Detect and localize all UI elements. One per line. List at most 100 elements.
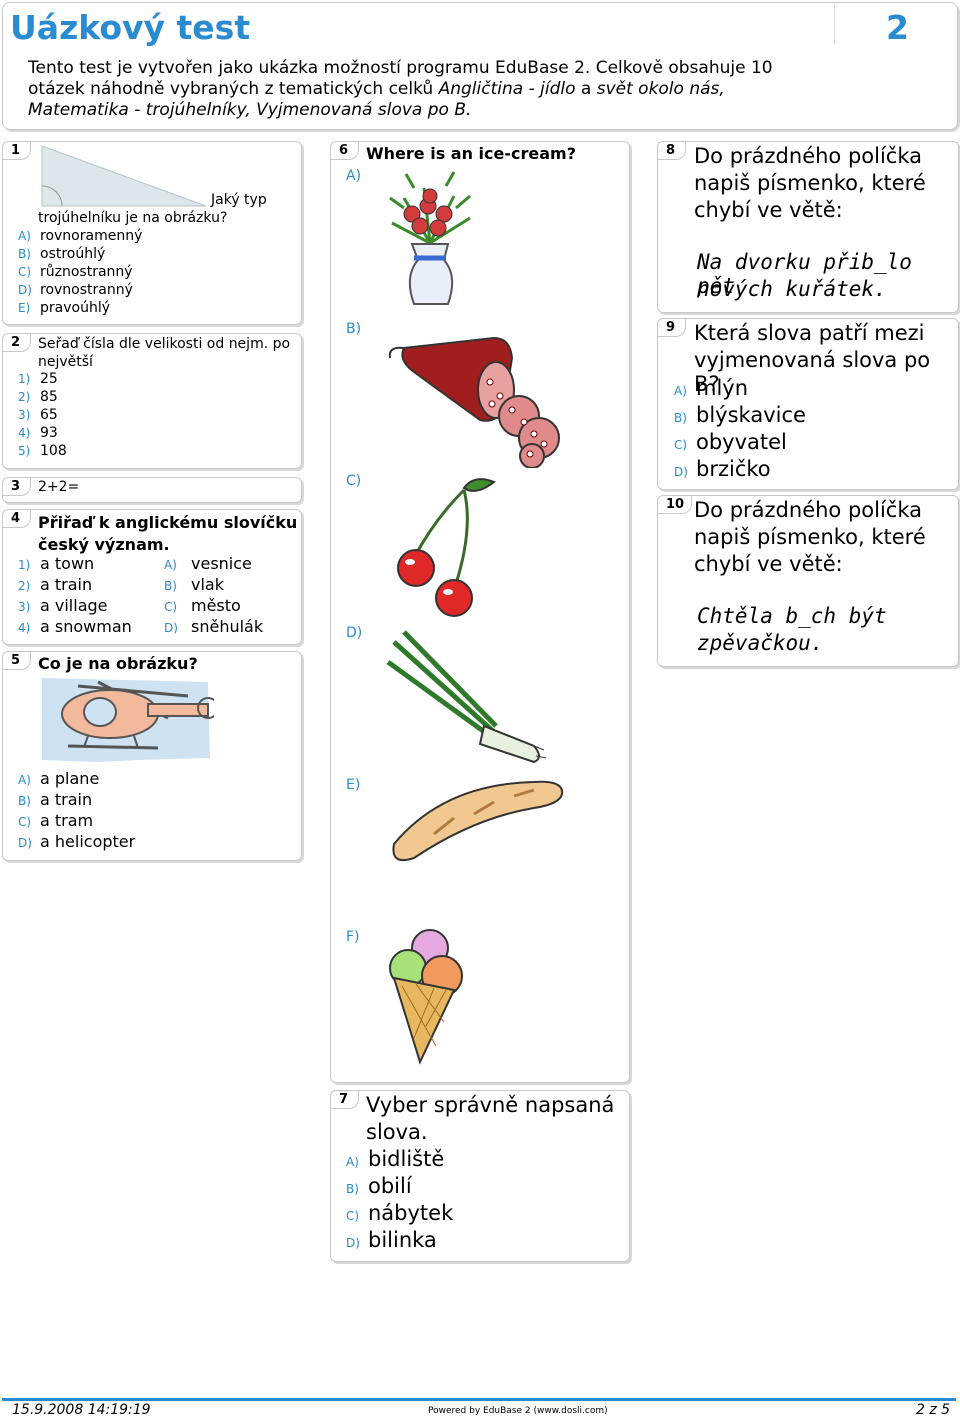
question-number: 9	[658, 319, 686, 337]
q10-sentence-a: Chtěla b_ch být	[697, 604, 887, 628]
q5-option-b[interactable]: B)a train	[18, 790, 93, 809]
q9-text-b: vyjmenovaná slova po B?	[694, 348, 931, 396]
question-number: 5	[3, 652, 31, 670]
cherries-image	[397, 478, 496, 617]
triangle-image	[41, 145, 207, 207]
q8-sentence-a: Na dvorku přib_lo pět	[697, 250, 912, 298]
helicopter-image	[42, 678, 214, 762]
q4-left-2[interactable]: 2)a train	[18, 575, 93, 594]
question-9-box: 9	[657, 318, 959, 490]
q4-left-4[interactable]: 4)a snowman	[18, 617, 132, 636]
question-number: 6	[331, 142, 359, 160]
q4-text-b: český význam.	[38, 535, 170, 554]
question-number: 4	[3, 510, 31, 528]
page-number: 2	[886, 8, 909, 47]
intro-line-2: otázek náhodně vybraných z tematických c…	[28, 79, 725, 99]
q7-option-c[interactable]: C)nábytek	[346, 1201, 454, 1225]
bread-image	[392, 780, 564, 862]
q10-text-c: chybí ve větě:	[694, 552, 843, 576]
question-number: 3	[3, 478, 31, 496]
q1-text-b: trojúhelníku je na obrázku?	[38, 210, 228, 226]
q1-option-b[interactable]: B)ostroúhlý	[18, 246, 106, 262]
question-number: 8	[658, 142, 686, 160]
question-8-box: 8	[657, 141, 959, 313]
q9-option-c[interactable]: C)obyvatel	[674, 430, 787, 454]
q6-text: Where is an ice-cream?	[366, 144, 576, 163]
question-number: 10	[658, 496, 692, 514]
question-7-box: 7	[330, 1090, 630, 1262]
q8-sentence-b: nových kuřátek.	[697, 277, 887, 301]
q8-text-b: napiš písmenko, které	[694, 171, 926, 195]
q4-right-c[interactable]: C)město	[164, 596, 241, 615]
footer-date: 15.9.2008 14:19:19	[12, 1402, 151, 1418]
q9-option-a[interactable]: A)mlýn	[674, 376, 749, 400]
q4-right-d[interactable]: D)sněhulák	[164, 617, 264, 636]
q8-text-c: chybí ve větě:	[694, 198, 843, 222]
ice-cream-image	[389, 929, 463, 1065]
q7-text-b: slova.	[366, 1120, 428, 1144]
header-box	[2, 2, 958, 130]
footer-rule	[2, 1398, 956, 1401]
q8-text-a: Do prázdného políčka	[694, 144, 922, 168]
q7-option-d[interactable]: D)bilinka	[346, 1228, 437, 1252]
q9-option-b[interactable]: B)blýskavice	[674, 403, 806, 427]
q1-text-a: Jaký typ	[211, 192, 267, 208]
intro-line-2-c: a	[575, 79, 597, 99]
q5-option-a[interactable]: A)a plane	[18, 769, 100, 788]
salami-image	[388, 336, 560, 468]
q5-text: Co je na obrázku?	[38, 654, 198, 673]
q5-option-d[interactable]: D)a helicopter	[18, 832, 136, 851]
q6-label-d[interactable]: D)	[346, 625, 363, 641]
q1-option-a[interactable]: A)rovnoramenný	[18, 228, 143, 244]
q6-label-a[interactable]: A)	[346, 168, 362, 184]
question-4-box: 4	[2, 509, 302, 645]
q6-label-f[interactable]: F)	[346, 929, 360, 945]
q9-text-a: Která slova patří mezi	[694, 321, 925, 345]
question-3-box: 3	[2, 477, 302, 503]
q1-option-c[interactable]: C)různostranný	[18, 264, 133, 280]
q2-option-3[interactable]: 3)65	[18, 407, 58, 423]
page-title: Uázkový test	[10, 8, 251, 47]
header-divider	[834, 4, 835, 44]
q2-option-2[interactable]: 2)85	[18, 389, 58, 405]
q4-left-3[interactable]: 3)a village	[18, 596, 108, 615]
q2-text-a: Seřaď čísla dle velikosti od nejm. po	[38, 336, 291, 352]
q9-option-d[interactable]: D)brzičko	[674, 457, 771, 481]
flowers-image	[389, 171, 471, 305]
q10-sentence-b: zpěvačkou.	[697, 631, 824, 655]
q10-text-b: napiš písmenko, které	[694, 525, 926, 549]
intro-line-2-d: svět okolo nás,	[596, 79, 725, 99]
q1-option-d[interactable]: D)rovnostranný	[18, 282, 133, 298]
q3-text: 2+2=	[38, 479, 80, 495]
question-6-box: 6	[330, 141, 630, 1083]
question-number: 2	[3, 334, 31, 352]
intro-line-1: Tento test je vytvořen jako ukázka možno…	[28, 58, 773, 78]
q2-option-5[interactable]: 5)108	[18, 443, 67, 459]
footer-powered: Powered by EduBase 2 (www.dosli.com)	[428, 1406, 608, 1416]
q2-option-1[interactable]: 1)25	[18, 371, 58, 387]
q6-label-e[interactable]: E)	[346, 777, 361, 793]
question-number: 1	[3, 142, 31, 160]
intro-line-2-b: Angličtina - jídlo	[438, 79, 576, 99]
intro-line-3: Matematika - trojúhelníky, Vyjmenovaná s…	[28, 100, 472, 120]
footer-page: 2 z 5	[916, 1402, 951, 1418]
q6-label-c[interactable]: C)	[346, 473, 362, 489]
q2-text-b: největší	[38, 354, 93, 370]
q6-label-b[interactable]: B)	[346, 321, 362, 337]
q4-text-a: Přiřaď k anglickému slovíčku	[38, 513, 298, 532]
q4-left-1[interactable]: 1)a town	[18, 554, 95, 573]
question-2-box: 2	[2, 333, 302, 469]
q5-option-c[interactable]: C)a tram	[18, 811, 94, 830]
q7-option-b[interactable]: B)obilí	[346, 1174, 412, 1198]
q4-right-b[interactable]: B)vlak	[164, 575, 224, 594]
q2-option-4[interactable]: 4)93	[18, 425, 58, 441]
q7-option-a[interactable]: A)bidliště	[346, 1147, 445, 1171]
intro-line-2-a: otázek náhodně vybraných z tematických c…	[28, 79, 439, 99]
leek-image	[386, 630, 547, 764]
question-10-box: 10	[657, 495, 959, 667]
q7-text-a: Vyber správně napsaná	[366, 1093, 615, 1117]
q4-right-a[interactable]: A)vesnice	[164, 554, 252, 573]
q10-text-a: Do prázdného políčka	[694, 498, 922, 522]
question-number: 7	[331, 1091, 359, 1109]
q1-option-e[interactable]: E)pravoúhlý	[18, 300, 110, 316]
